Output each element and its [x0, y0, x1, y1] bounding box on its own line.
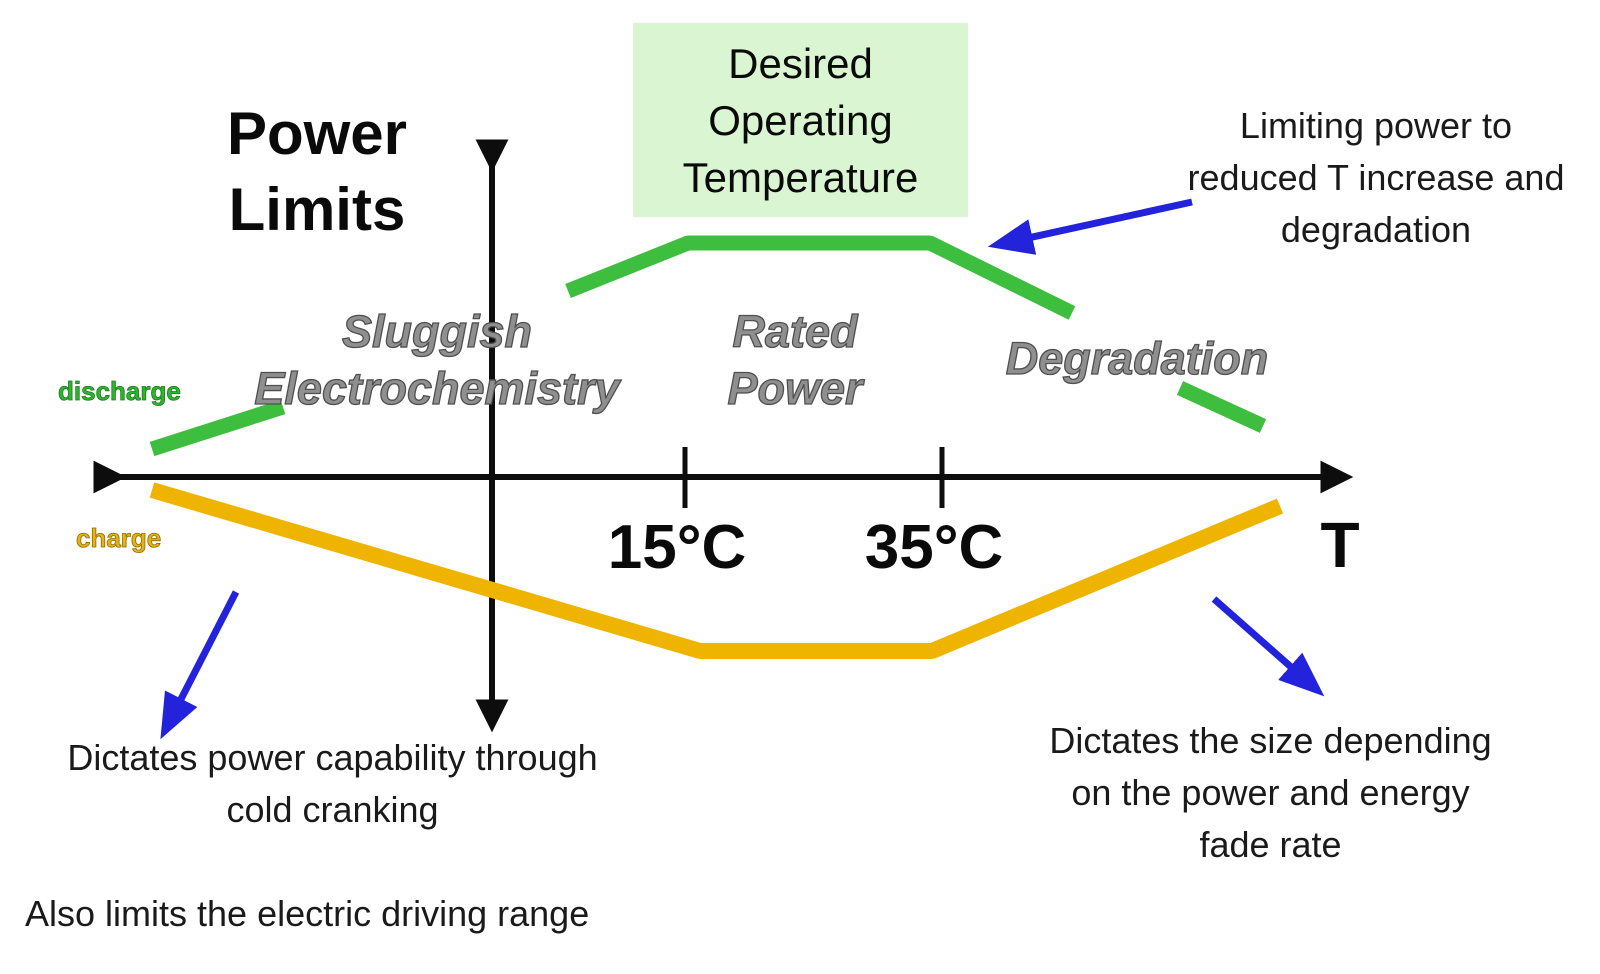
annotation-arrow-3 — [1211, 596, 1325, 697]
discharge-curve-label: discharge — [58, 376, 182, 407]
discharge-curve-segment — [565, 235, 1076, 320]
note-limiting-power: Limiting power to reduced T increase and… — [1187, 105, 1565, 250]
annotation-arrow-2 — [160, 590, 240, 740]
charge-curve-segment — [149, 482, 1284, 659]
tick-label-35c: 35°C — [864, 513, 1004, 582]
region-label-degradation: Degradation — [1005, 332, 1269, 384]
charge-curve-label: charge — [76, 523, 162, 554]
region-label-sluggish: Sluggish Electrochemistry — [254, 305, 620, 414]
discharge-curve-segment — [1176, 381, 1267, 433]
note-also-limits-range: Also limits the electric driving range — [25, 893, 590, 934]
note-dictates-power-capability: Dictates power capability through cold c… — [67, 737, 598, 830]
annotation-arrows-layer — [160, 198, 1325, 740]
note-dictates-size: Dictates the size depending on the power… — [1049, 720, 1492, 865]
page-title: Power Limits — [226, 100, 408, 243]
x-axis-label-t: T — [1320, 509, 1360, 581]
desired-operating-temperature-box: Desired Operating Temperature — [633, 23, 968, 217]
tick-label-15c: 15°C — [607, 513, 747, 582]
annotation-arrow-1 — [987, 198, 1193, 255]
curves-layer — [149, 235, 1284, 659]
region-label-rated-power: Rated Power — [727, 305, 863, 414]
discharge-curve-segment — [149, 399, 286, 457]
